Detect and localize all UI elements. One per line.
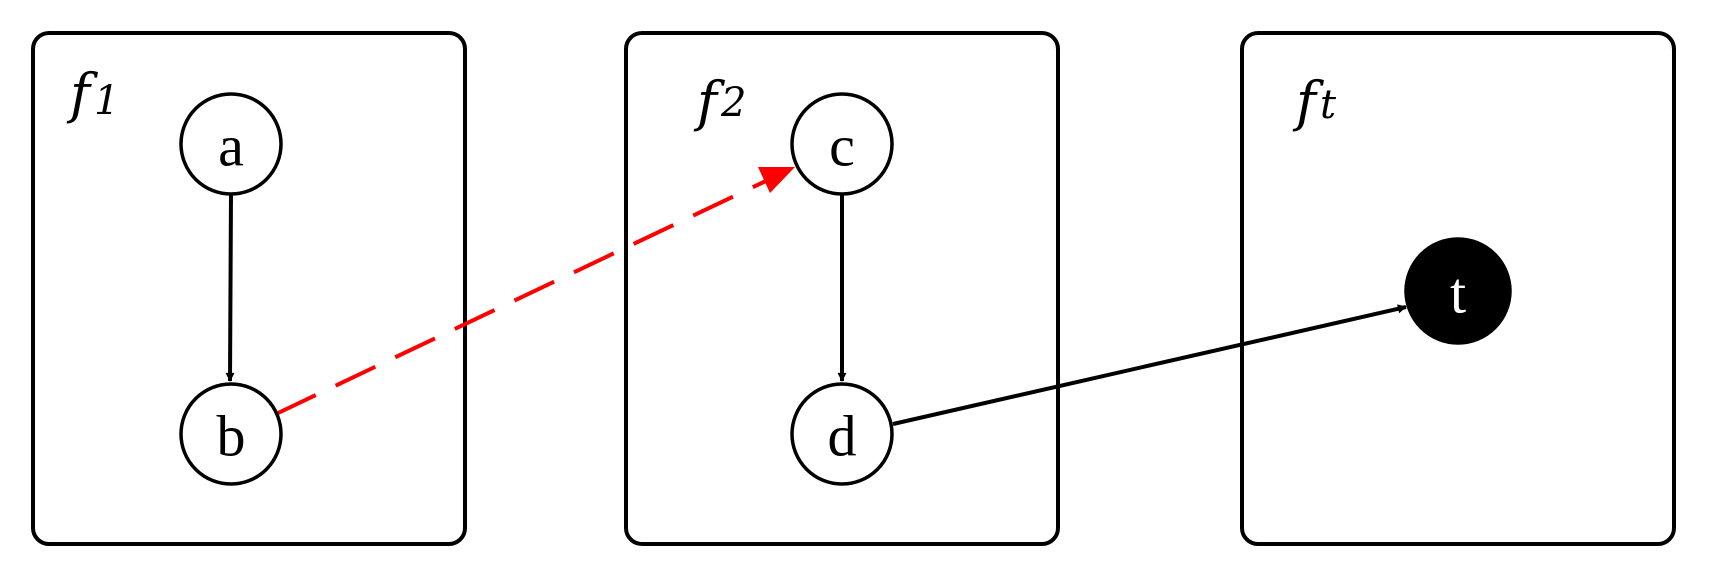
node-t-circle [1404, 237, 1512, 345]
node-b-label: b [217, 404, 246, 469]
cluster-f1-box [31, 31, 467, 546]
node-c-circle [790, 92, 894, 196]
edge-a-to-b [225, 192, 235, 382]
node-d: d [790, 382, 894, 486]
node-a-label: a [218, 114, 244, 179]
edge-b-to-c-arrowhead [758, 167, 795, 193]
node-c-label: c [829, 114, 855, 179]
node-b-circle [179, 382, 283, 486]
node-c: c [790, 92, 894, 196]
edge-d-to-t [892, 304, 1407, 426]
node-t-label: t [1450, 261, 1466, 326]
node-d-circle [790, 382, 894, 486]
node-d-label: d [828, 404, 857, 469]
edge-b-to-c-line [275, 178, 769, 416]
edge-b-to-c [275, 167, 795, 416]
node-t: t [1404, 237, 1512, 345]
node-a: a [179, 92, 283, 196]
node-a-circle [179, 92, 283, 196]
node-b: b [179, 382, 283, 486]
